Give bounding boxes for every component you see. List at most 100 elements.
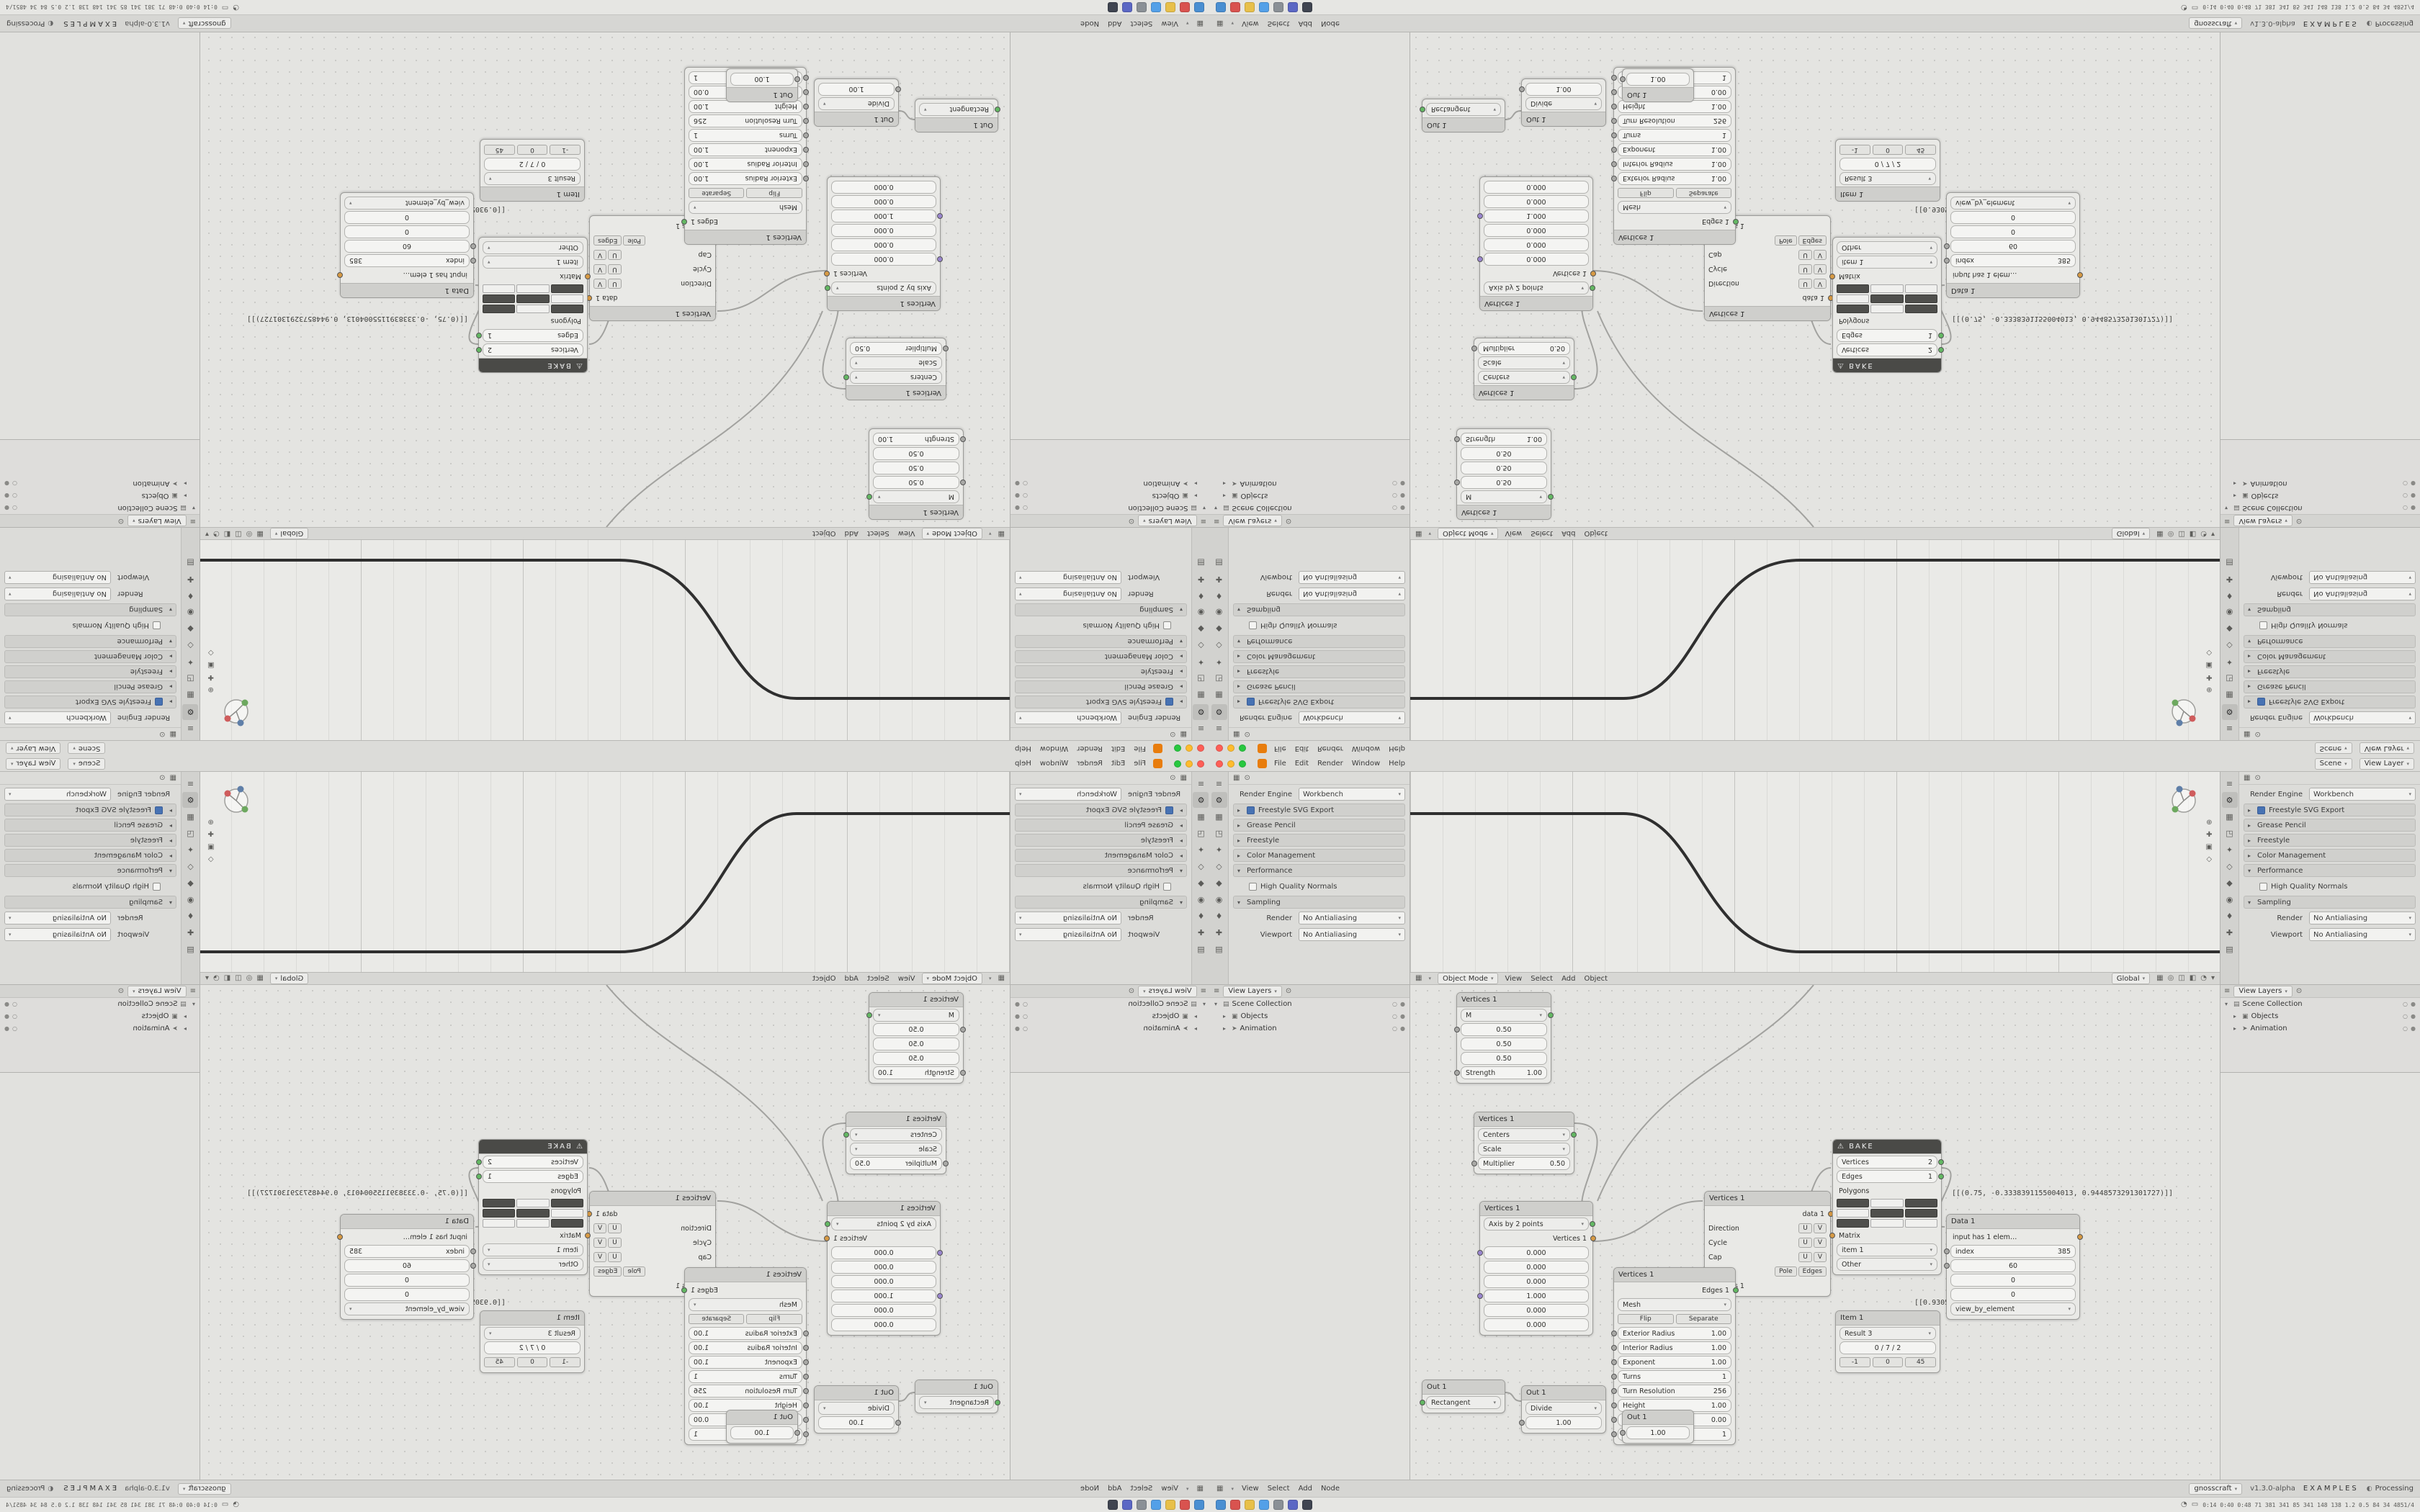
toggle-v[interactable]: V	[593, 1223, 607, 1233]
node-value-field[interactable]: 0.000	[1484, 1318, 1589, 1331]
node-header[interactable]: Vertices 1	[869, 505, 963, 519]
input-socket[interactable]	[1611, 147, 1617, 153]
node-value-field[interactable]: 0.000	[831, 181, 936, 194]
toggle-v[interactable]: V	[1813, 279, 1827, 289]
button-separate[interactable]: Separate	[1675, 188, 1731, 198]
view-layer-selector[interactable]: View Layer▾	[2359, 757, 2414, 770]
output-socket[interactable]	[1938, 333, 1944, 338]
menu-select[interactable]: Select	[1130, 1485, 1153, 1493]
mode-selector[interactable]: Object Mode▾	[1437, 528, 1499, 539]
checkbox[interactable]	[1163, 621, 1171, 630]
filter-icon[interactable]: ≡	[189, 986, 196, 995]
node-value-field[interactable]: 1.00	[1620, 1426, 1690, 1439]
data-tab-icon[interactable]: ▤	[1215, 944, 1223, 954]
render-visibility-icon[interactable]: ●	[2411, 1025, 2416, 1032]
node-header[interactable]: Vertices 1	[1474, 385, 1574, 400]
menu-file[interactable]: File	[1134, 744, 1146, 752]
overlays-icon[interactable]: ◫	[235, 974, 242, 982]
hide-icon[interactable]: ○	[2403, 1013, 2408, 1020]
outliner-row-animation[interactable]: ▸➤Animation○●	[1210, 1022, 1410, 1035]
node-value-field[interactable]: 1.00	[730, 73, 800, 86]
mail-app-icon[interactable]	[1151, 1500, 1161, 1510]
options-chevron-icon[interactable]: ▾	[205, 974, 210, 982]
panel-header-grease-pencil[interactable]: ▸Grease Pencil	[1233, 819, 1405, 832]
panel-header-freestyle-svg-export[interactable]: ▸Freestyle SVG Export	[1015, 804, 1187, 816]
mode-selector[interactable]: Object Mode▾	[921, 528, 983, 539]
menu-select[interactable]: Select	[1130, 19, 1153, 27]
panel-header-performance[interactable]: ▾Performance	[1015, 864, 1187, 877]
node-value-field[interactable]: 0	[1950, 1288, 2076, 1301]
node-editor-canvas[interactable]: [[0.9305555555555556]][[(0.75, -0.333839…	[200, 32, 1010, 527]
node-header[interactable]: ⚠ BAKE	[479, 358, 587, 372]
menu-add[interactable]: Add	[1108, 1485, 1122, 1493]
menu-add[interactable]: Add	[844, 529, 859, 538]
expand-caret-icon[interactable]: ▸	[1193, 480, 1197, 487]
scene-selector[interactable]: Scene▾	[68, 742, 106, 755]
toggle-cell[interactable]	[1904, 305, 1937, 313]
input-socket[interactable]	[895, 1420, 901, 1426]
prop-dropdown-viewport[interactable]: No Antialiasing▾	[2309, 571, 2416, 584]
hide-icon[interactable]: ○	[2403, 492, 2408, 499]
editor-type-icon[interactable]: ▦	[1196, 1484, 1204, 1493]
node-header[interactable]: ⚠ BAKE	[479, 1140, 587, 1154]
material-tab-icon[interactable]: ♦	[187, 911, 194, 921]
shading-sphere-icon[interactable]: ◔	[2200, 530, 2207, 538]
input-socket[interactable]	[1611, 104, 1617, 109]
node-header[interactable]: Data 1	[341, 283, 473, 297]
outliner-row-objects[interactable]: ▸▣Objects○●	[1010, 490, 1210, 502]
gizmo-z-axis[interactable]	[237, 786, 244, 793]
toggle-cell[interactable]	[550, 1209, 583, 1218]
node-dropdown-axis-by-2-points[interactable]: Axis by 2 points▾	[1484, 1218, 1595, 1230]
physics-tab-icon[interactable]: ✚	[1215, 927, 1223, 937]
data-tab-icon[interactable]: ▤	[1215, 558, 1223, 568]
node-value-field[interactable]: 60	[344, 240, 476, 253]
node-dropdown-m[interactable]: M▾	[1461, 1009, 1554, 1022]
panel-header-freestyle[interactable]: ▸Freestyle	[2244, 665, 2416, 678]
node-value-field[interactable]: 0	[344, 225, 470, 238]
view-layer-tab-icon[interactable]: ◳	[1197, 828, 1205, 838]
node-header[interactable]: Out 1	[1623, 87, 1693, 102]
gizmo-x-axis[interactable]	[224, 790, 231, 797]
menu-render[interactable]: Render	[1317, 760, 1343, 768]
toggle-edges[interactable]: Edges	[593, 1266, 622, 1277]
output-socket[interactable]	[843, 374, 849, 380]
view-layer-tab-icon[interactable]: ◳	[187, 828, 194, 838]
expand-caret-icon[interactable]: ▸	[183, 492, 187, 499]
modifier-tab-icon[interactable]: ◉	[1215, 894, 1223, 904]
node-value-field[interactable]: 0.000	[1484, 1304, 1589, 1317]
toggle-grid-icon[interactable]: ◇	[2206, 855, 2213, 863]
node-dropdown-other[interactable]: Other▾	[483, 241, 583, 254]
editor-type-icon[interactable]: ▦	[998, 530, 1005, 538]
render-tab-icon[interactable]: ⚙	[1211, 792, 1227, 808]
prop-dropdown-render-engine[interactable]: Workbench▾	[1299, 788, 1405, 801]
button-separate[interactable]: Separate	[689, 188, 745, 198]
toggle-cell[interactable]	[550, 1219, 583, 1228]
prop-dropdown-viewport[interactable]: No Antialiasing▾	[4, 571, 111, 584]
toggle-cell[interactable]	[483, 1199, 516, 1207]
output-socket[interactable]	[1938, 1174, 1944, 1179]
menu-add[interactable]: Add	[1108, 19, 1122, 27]
expand-caret-icon[interactable]: ▸	[2233, 492, 2237, 499]
menu-select[interactable]: Select	[1267, 19, 1290, 27]
expand-caret-icon[interactable]: ▾	[1214, 505, 1218, 511]
node-dropdown-mesh[interactable]: Mesh▾	[689, 201, 802, 214]
toggle-v[interactable]: V	[593, 264, 607, 274]
search-icon[interactable]: ⊙	[1285, 986, 1292, 995]
node-header[interactable]: Vertices 1	[590, 1192, 715, 1206]
panel-checkbox[interactable]	[1165, 806, 1173, 814]
node-value-field[interactable]: 1.00	[1620, 73, 1690, 86]
toggle-v[interactable]: V	[593, 1252, 607, 1262]
node-header[interactable]: Vertices 1	[1457, 993, 1551, 1007]
toggle-cell[interactable]	[1837, 294, 1870, 303]
node-value-field[interactable]: 0.000	[1484, 181, 1589, 194]
panel-checkbox[interactable]	[155, 698, 163, 706]
